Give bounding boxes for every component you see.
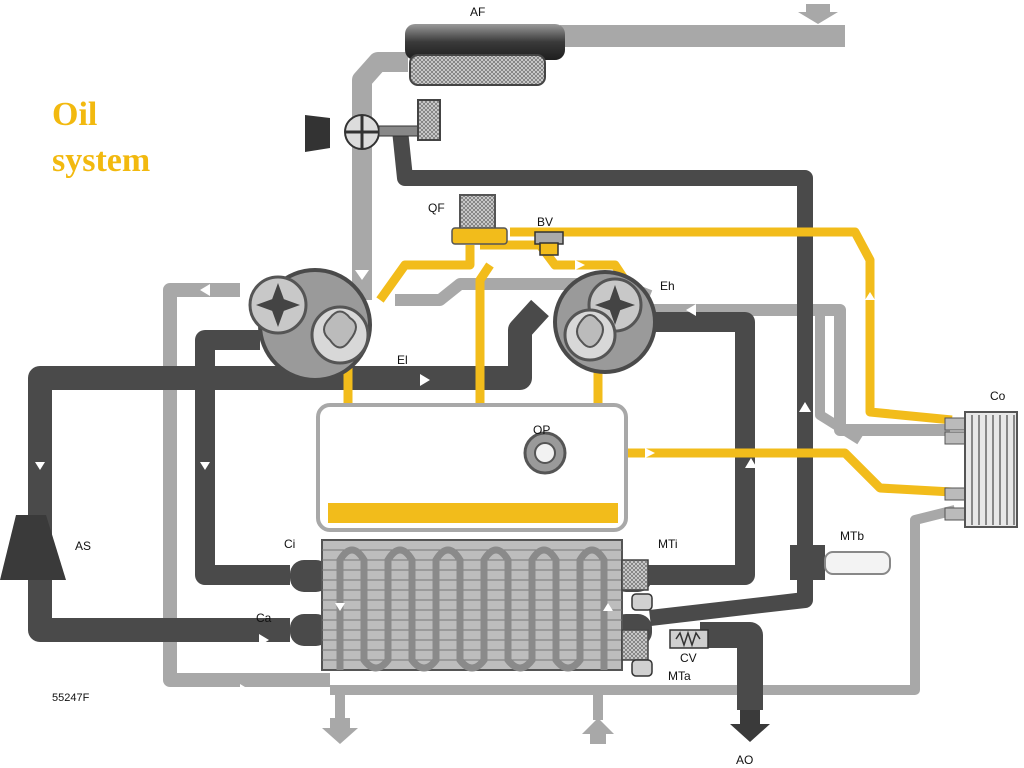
label-mta: MTa bbox=[668, 669, 691, 683]
bypass-valve bbox=[534, 231, 564, 256]
label-cv: CV bbox=[680, 651, 697, 665]
label-op: OP bbox=[533, 423, 550, 437]
air-filter bbox=[405, 24, 565, 86]
label-as: AS bbox=[75, 539, 91, 553]
component-labels: AF QF BV Eh El OP Co AS Ci Ca MTi MTb CV… bbox=[52, 5, 1006, 767]
label-ci: Ci bbox=[284, 537, 295, 551]
flow-arrows bbox=[35, 4, 875, 744]
oil-filter bbox=[451, 194, 508, 245]
throttle-valve bbox=[305, 99, 441, 152]
mtb-sensor bbox=[790, 545, 891, 580]
label-el: El bbox=[397, 353, 408, 367]
mta-sensor bbox=[621, 629, 653, 677]
label-mti: MTi bbox=[658, 537, 678, 551]
label-ca: Ca bbox=[256, 611, 272, 625]
label-co: Co bbox=[990, 389, 1006, 403]
oil-pump bbox=[523, 431, 567, 475]
label-mtb: MTb bbox=[840, 529, 864, 543]
oil-cooler bbox=[944, 411, 1018, 528]
label-af: AF bbox=[470, 5, 485, 19]
intercooler bbox=[290, 539, 652, 672]
check-valve bbox=[669, 629, 709, 649]
label-ao: AO bbox=[736, 753, 753, 767]
oil-sump bbox=[316, 403, 628, 532]
figure-code: 55247F bbox=[52, 692, 90, 704]
compressor-eh bbox=[553, 270, 657, 374]
label-bv: BV bbox=[537, 215, 553, 229]
compressor-el bbox=[248, 268, 372, 382]
title-line-2: system bbox=[52, 142, 151, 179]
label-qf: QF bbox=[428, 201, 445, 215]
title-line-1: Oil bbox=[52, 96, 98, 133]
slide-title: Oil system bbox=[52, 92, 150, 184]
label-eh: Eh bbox=[660, 279, 675, 293]
mti-sensor bbox=[621, 559, 653, 611]
air-separator bbox=[0, 515, 66, 580]
